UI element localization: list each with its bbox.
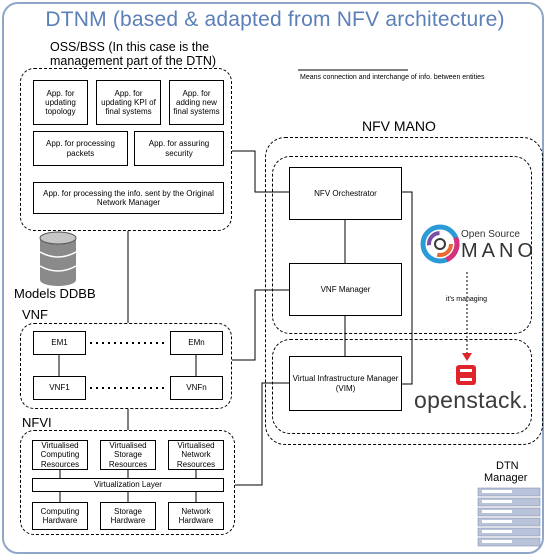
vnf-to-vnfm-line <box>232 289 289 361</box>
app-topology-box: App. for updating topology <box>33 80 88 125</box>
virt-storage-box: Virtualised Storage Resources <box>100 440 156 470</box>
osm-logo <box>420 224 460 264</box>
nfvi-label: NFVI <box>22 415 52 430</box>
oss-container <box>20 68 232 231</box>
osm-logo-icon <box>420 224 460 264</box>
page-title: DTNM (based & adapted from NFV architect… <box>45 8 505 31</box>
mano-label: NFV MANO <box>362 118 436 134</box>
openstack-logo <box>455 364 477 386</box>
mano-container <box>265 137 543 445</box>
virt-layer-box: Virtualization Layer <box>32 478 224 492</box>
vim-box: Virtual Infrastructure Manager (VIM) <box>289 356 402 411</box>
orch-to-vim-line <box>402 191 413 385</box>
app-packets-box: App. for processing packets <box>33 131 128 166</box>
dtn-manager-line2: Manager <box>484 472 528 484</box>
nfvi-manager-container <box>272 339 532 434</box>
main-frame <box>2 2 544 554</box>
osm-line1: Open Source <box>461 229 520 240</box>
managing-arrowhead <box>462 353 472 361</box>
vnf-container <box>20 323 232 409</box>
app-security-box: App. for assuring security <box>134 131 224 166</box>
database-icon <box>39 231 77 286</box>
openstack-label: openstack. <box>414 387 529 413</box>
vnf1-box: VNF1 <box>33 376 86 400</box>
virt-network-box: Virtualised Network Resources <box>168 440 224 470</box>
vnf-label: VNF <box>22 307 48 322</box>
vnf-manager-box: VNF Manager <box>289 263 402 316</box>
server-rack-svg <box>477 487 541 547</box>
app-original-box: App. for processing the info. sent by th… <box>33 182 224 214</box>
oss-label-line2: management part of the DTN) <box>50 54 217 68</box>
mano-inner-container <box>272 156 532 334</box>
hw-compute-box: Computing Hardware <box>32 502 88 530</box>
server-rack-icon <box>476 487 542 553</box>
oss-label-line1: OSS/BSS (In this case is the <box>50 40 210 54</box>
em1-box: EM1 <box>33 331 86 355</box>
nfvi-to-vim-line <box>235 382 289 486</box>
hw-storage-box: Storage Hardware <box>100 502 156 530</box>
nfv-orchestrator-box: NFV Orchestrator <box>289 167 402 220</box>
app-final-box: App. for adding new final systems <box>169 80 224 125</box>
vnfn-box: VNFn <box>170 376 223 400</box>
virt-compute-box: Virtualised Computing Resources <box>32 440 88 470</box>
models-ddbb-label: Models DDBB <box>14 286 96 301</box>
legend-text: Means connection and interchange of info… <box>300 74 485 81</box>
dtn-manager-line1: DTN <box>496 460 519 472</box>
oss-to-orchestrator-line <box>232 150 289 193</box>
managing-label: it's managing <box>446 296 488 303</box>
hw-network-box: Network Hardware <box>168 502 224 530</box>
app-kpi-box: App. for updating KPI of final systems <box>96 80 161 125</box>
openstack-logo-icon <box>456 365 476 385</box>
nfvi-container <box>20 430 235 535</box>
osm-line2: MANO <box>461 240 537 262</box>
emn-box: EMn <box>170 331 223 355</box>
